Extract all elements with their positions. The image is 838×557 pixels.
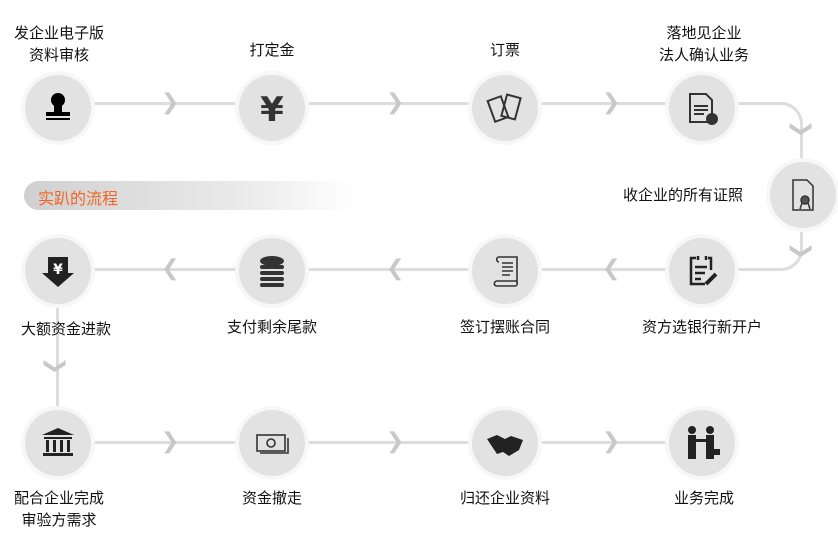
clipboard-pen-icon — [669, 238, 735, 304]
chevron-down-icon: ❯ — [789, 119, 815, 139]
tickets-icon — [472, 75, 538, 141]
step-label: 打定金 — [249, 41, 295, 59]
stamp-icon — [25, 75, 91, 141]
banknotes-icon — [239, 410, 305, 476]
chevron-left-icon: ❯ — [161, 256, 180, 281]
step-label: 签订摆账合同 — [459, 318, 551, 336]
step-label: 收企业的所有证照 — [622, 186, 744, 204]
connector-curve — [760, 228, 803, 271]
chevron-right-icon: ❯ — [161, 429, 180, 454]
scroll-icon — [472, 238, 538, 304]
svg-text:¥: ¥ — [260, 90, 284, 128]
coins-icon — [239, 238, 305, 304]
chevron-down-icon: ❯ — [43, 356, 69, 376]
step-label: 落地见企业 法人确认业务 — [658, 24, 750, 64]
connector-row1 — [90, 102, 670, 105]
handshake-icon — [472, 410, 538, 476]
chevron-right-icon: ❯ — [386, 429, 405, 454]
bank-icon — [25, 410, 91, 476]
step-label: 资金撤走 — [241, 489, 303, 507]
chevron-right-icon: ❯ — [602, 90, 621, 115]
step-label: 支付剩余尾款 — [226, 318, 318, 336]
step-label: 大额资金进款 — [20, 320, 112, 338]
people-deal-icon — [669, 410, 735, 476]
connector-row3 — [90, 441, 670, 444]
step-label: 归还企业资料 — [459, 489, 551, 507]
chevron-down-icon: ❯ — [789, 241, 815, 261]
yen-down-icon: ¥ — [25, 238, 91, 304]
chevron-left-icon: ❯ — [602, 256, 621, 281]
chevron-right-icon: ❯ — [386, 90, 405, 115]
chevron-left-icon: ❯ — [386, 256, 405, 281]
step-label: 资方选银行新开户 — [641, 318, 763, 336]
step-label: 配合企业完成 审验方需求 — [13, 489, 105, 529]
connector-vertical — [56, 305, 59, 410]
section-banner: 实趴的流程 — [24, 181, 354, 210]
connector-curve — [760, 102, 803, 165]
svg-text:¥: ¥ — [53, 262, 63, 278]
certificate-icon — [770, 162, 836, 228]
connector-row2 — [90, 268, 760, 271]
step-label: 订票 — [489, 41, 521, 59]
step-label: 业务完成 — [673, 489, 735, 507]
chevron-right-icon: ❯ — [161, 90, 180, 115]
yen-icon: ¥ — [239, 75, 305, 141]
step-label: 发企业电子版 资料审核 — [13, 24, 105, 64]
document-check-icon — [669, 75, 735, 141]
section-title: 实趴的流程 — [38, 189, 119, 208]
chevron-right-icon: ❯ — [602, 429, 621, 454]
